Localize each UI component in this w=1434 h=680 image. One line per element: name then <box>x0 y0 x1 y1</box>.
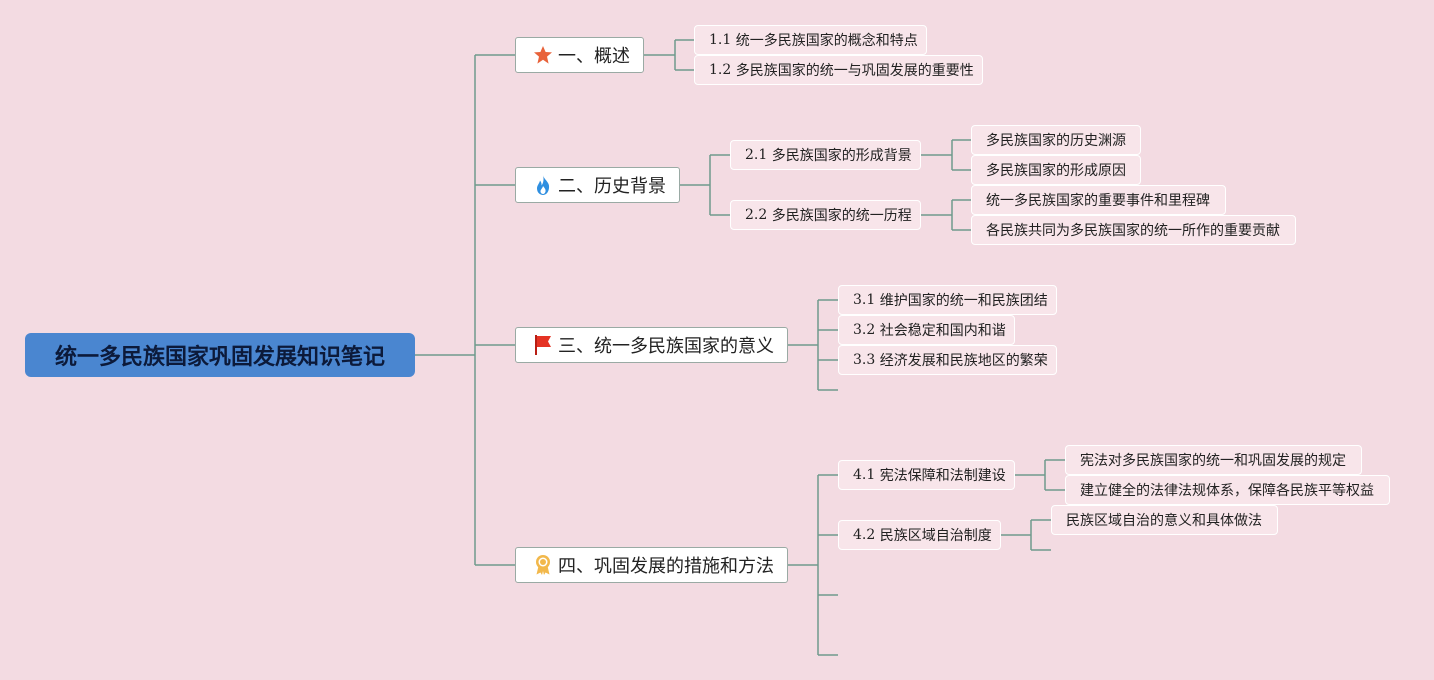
subtopic-number: 4.1 <box>853 467 876 483</box>
topic-label: 二、历史背景 <box>558 176 666 197</box>
topic-measures[interactable]: 四、巩固发展的措施和方法 <box>515 547 788 583</box>
subtopic-number: 3.1 <box>853 292 876 308</box>
topic-label: 四、巩固发展的措施和方法 <box>558 556 774 577</box>
subtopic-label: 多民族国家的统一与巩固发展的重要性 <box>735 63 974 79</box>
detail-item[interactable]: 多民族国家的历史渊源 <box>971 125 1141 155</box>
subtopic-label: 多民族国家的形成背景 <box>771 148 912 164</box>
detail-item[interactable]: 统一多民族国家的重要事件和里程碑 <box>971 185 1226 215</box>
subtopic-1-1[interactable]: 1.1 统一多民族国家的概念和特点 <box>694 25 927 55</box>
topic-label: 三、统一多民族国家的意义 <box>558 336 774 357</box>
subtopic-label: 民族区域自治制度 <box>879 528 992 544</box>
subtopic-2-2[interactable]: 2.2 多民族国家的统一历程 <box>730 200 921 230</box>
subtopic-4-1[interactable]: 4.1 宪法保障和法制建设 <box>838 460 1015 490</box>
topic-history[interactable]: 二、历史背景 <box>515 167 680 203</box>
subtopic-label: 社会稳定和国内和谐 <box>879 323 1006 339</box>
subtopic-label: 维护国家的统一和民族团结 <box>879 293 1048 309</box>
root-topic-label: 统一多民族国家巩固发展知识笔记 <box>54 345 385 370</box>
subtopic-number: 2.1 <box>745 147 768 163</box>
fire-icon <box>532 174 554 196</box>
root-topic[interactable]: 统一多民族国家巩固发展知识笔记 <box>25 333 415 377</box>
subtopic-number: 2.2 <box>745 207 768 223</box>
detail-item[interactable]: 民族区域自治的意义和具体做法 <box>1051 505 1278 535</box>
subtopic-number: 4.2 <box>853 527 876 543</box>
topic-significance[interactable]: 三、统一多民族国家的意义 <box>515 327 788 363</box>
detail-item[interactable]: 宪法对多民族国家的统一和巩固发展的规定 <box>1065 445 1362 475</box>
subtopic-label: 宪法保障和法制建设 <box>879 468 1006 484</box>
detail-label: 建立健全的法律法规体系，保障各民族平等权益 <box>1080 483 1374 499</box>
subtopic-label: 经济发展和民族地区的繁荣 <box>879 353 1048 369</box>
subtopic-number: 1.2 <box>709 62 732 78</box>
detail-label: 统一多民族国家的重要事件和里程碑 <box>986 193 1210 209</box>
detail-item[interactable]: 建立健全的法律法规体系，保障各民族平等权益 <box>1065 475 1390 505</box>
detail-item[interactable]: 多民族国家的形成原因 <box>971 155 1141 185</box>
award-icon <box>532 554 554 576</box>
detail-label: 各民族共同为多民族国家的统一所作的重要贡献 <box>986 223 1280 239</box>
star-icon <box>532 44 554 66</box>
subtopic-1-2[interactable]: 1.2 多民族国家的统一与巩固发展的重要性 <box>694 55 983 85</box>
subtopic-label: 统一多民族国家的概念和特点 <box>735 33 918 49</box>
topic-overview[interactable]: 一、概述 <box>515 37 644 73</box>
subtopic-number: 3.3 <box>853 352 876 368</box>
subtopic-2-1[interactable]: 2.1 多民族国家的形成背景 <box>730 140 921 170</box>
detail-label: 多民族国家的历史渊源 <box>986 133 1126 149</box>
subtopic-number: 3.2 <box>853 322 876 338</box>
detail-label: 多民族国家的形成原因 <box>986 163 1126 179</box>
subtopic-4-2[interactable]: 4.2 民族区域自治制度 <box>838 520 1001 550</box>
subtopic-number: 1.1 <box>709 32 732 48</box>
subtopic-3-2[interactable]: 3.2 社会稳定和国内和谐 <box>838 315 1015 345</box>
detail-label: 宪法对多民族国家的统一和巩固发展的规定 <box>1080 453 1346 469</box>
topic-label: 一、概述 <box>558 46 630 67</box>
subtopic-3-3[interactable]: 3.3 经济发展和民族地区的繁荣 <box>838 345 1057 375</box>
detail-label: 民族区域自治的意义和具体做法 <box>1066 513 1262 529</box>
detail-item[interactable]: 各民族共同为多民族国家的统一所作的重要贡献 <box>971 215 1296 245</box>
subtopic-3-1[interactable]: 3.1 维护国家的统一和民族团结 <box>838 285 1057 315</box>
flag-icon <box>532 334 554 356</box>
subtopic-label: 多民族国家的统一历程 <box>771 208 912 224</box>
